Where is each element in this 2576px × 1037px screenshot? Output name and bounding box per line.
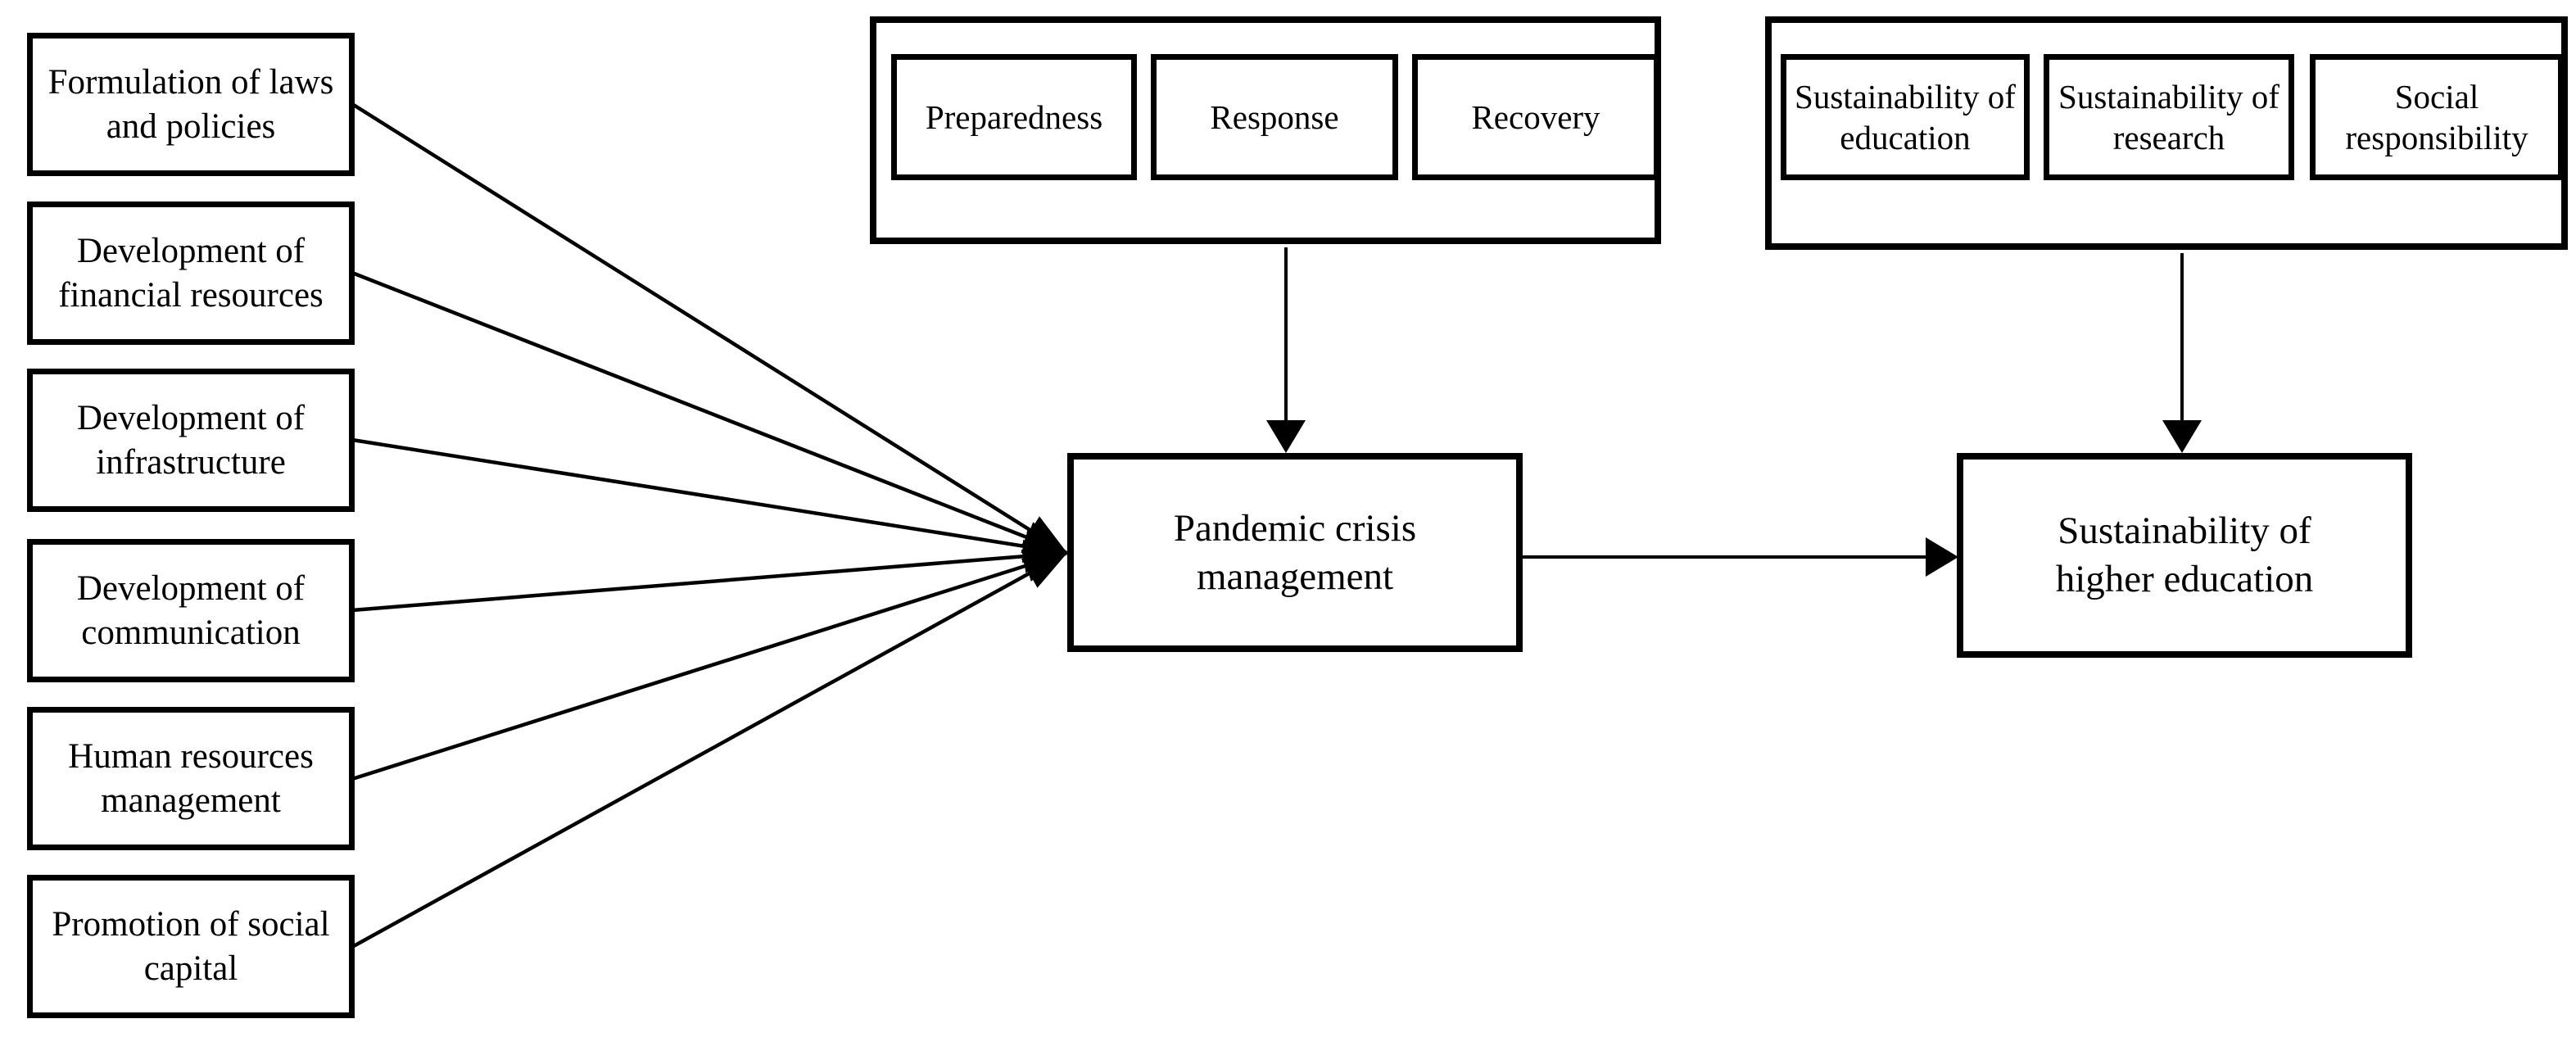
dimension-label-education: Sustainability of education: [1795, 77, 2016, 156]
outcome-label: Sustainability of higher education: [2055, 509, 2314, 600]
antecedent-label-communication: Development of communication: [76, 568, 306, 652]
antecedent-label-infrastructure: Development of infrastructure: [76, 398, 306, 482]
antecedent-box-laws: Formulation of laws and policies: [27, 33, 355, 176]
outcome-box: Sustainability of higher education: [1957, 453, 2412, 658]
phase-label-response: Response: [1210, 97, 1339, 136]
antecedent-label-socialcapital: Promotion of social capital: [52, 904, 330, 988]
arrow-hr-to-pcm: [351, 550, 1069, 781]
dimension-label-research: Sustainability of research: [2058, 77, 2279, 156]
antecedent-label-hr: Human resources management: [68, 736, 314, 820]
dimension-box-research: Sustainability of research: [2044, 54, 2294, 180]
arrow-communication-to-pcm: [351, 539, 1069, 613]
dimension-box-education: Sustainability of education: [1781, 54, 2030, 180]
phase-box-preparedness: Preparedness: [891, 54, 1137, 180]
dimension-label-responsibility: Social responsibility: [2345, 77, 2528, 156]
antecedent-label-laws: Formulation of laws and policies: [48, 62, 334, 146]
mediator-box: Pandemic crisis management: [1067, 453, 1523, 652]
antecedent-box-communication: Development of communication: [27, 539, 355, 682]
mediator-label: Pandemic crisis management: [1173, 506, 1417, 598]
pandemic-phases-group: Preparedness Response Recovery: [870, 16, 1661, 244]
arrow-financial-to-pcm: [351, 270, 1069, 555]
phase-box-recovery: Recovery: [1412, 54, 1659, 180]
antecedent-box-socialcapital: Promotion of social capital: [27, 875, 355, 1018]
antecedent-label-financial: Development of financial resources: [58, 231, 324, 315]
phase-label-preparedness: Preparedness: [925, 97, 1103, 136]
phase-box-response: Response: [1151, 54, 1398, 180]
arrow-infrastructure-to-pcm: [351, 437, 1069, 563]
dimension-box-responsibility: Social responsibility: [2310, 54, 2564, 180]
sustainability-dimensions-group: Sustainability of education Sustainabili…: [1765, 16, 2568, 250]
arrow-socialcapital-to-pcm: [351, 551, 1068, 949]
antecedent-box-infrastructure: Development of infrastructure: [27, 369, 355, 512]
phase-label-recovery: Recovery: [1471, 97, 1600, 136]
antecedent-box-financial: Development of financial resources: [27, 202, 355, 345]
antecedent-box-hr: Human resources management: [27, 707, 355, 850]
